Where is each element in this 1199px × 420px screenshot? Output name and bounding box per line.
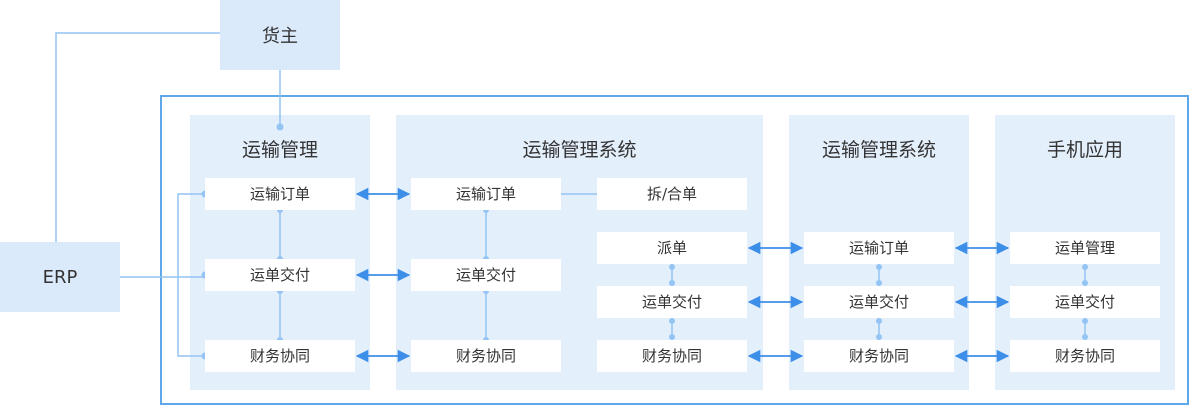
dot [669, 264, 675, 270]
erp-node: ERP [0, 242, 120, 312]
link-shipper-erp [55, 32, 220, 242]
c1-waybill-delivery: 运单交付 [205, 259, 355, 291]
panel-title-tms-b: 运输管理系统 [821, 139, 936, 161]
dot [1082, 334, 1088, 340]
c2-split-merge: 拆/合单 [597, 178, 747, 210]
shipper-node: 货主 [220, 0, 340, 70]
c4-finance-collab: 财务协同 [1010, 340, 1160, 372]
c2-finance-collab-2: 财务协同 [597, 340, 747, 372]
c4-waybill-delivery: 运单交付 [1010, 286, 1160, 318]
dot [669, 334, 675, 340]
dot [876, 334, 882, 340]
dot [669, 280, 675, 286]
dot [669, 318, 675, 324]
c2-waybill-delivery: 运单交付 [411, 259, 561, 291]
c1-transport-order: 运输订单 [205, 178, 355, 210]
system-boundary [160, 95, 1189, 405]
dot [276, 123, 284, 131]
c2-waybill-delivery-2: 运单交付 [597, 286, 747, 318]
erp-bus [177, 193, 205, 357]
c3-waybill-delivery: 运单交付 [804, 286, 954, 318]
shipper-label: 货主 [262, 26, 298, 47]
erp-label: ERP [42, 266, 78, 288]
panel-title-mobile-app: 手机应用 [1046, 139, 1123, 161]
dot [876, 264, 882, 270]
c1-finance-collab: 财务协同 [205, 340, 355, 372]
dot [1082, 318, 1088, 324]
panel-title-tms-a: 运输管理系统 [522, 139, 637, 161]
dot [876, 280, 882, 286]
panel-title-transport-mgmt: 运输管理 [241, 139, 318, 161]
dot [1082, 264, 1088, 270]
c2-transport-order: 运输订单 [411, 178, 561, 210]
dot [1082, 280, 1088, 286]
c2-finance-collab: 财务协同 [411, 340, 561, 372]
dot [876, 318, 882, 324]
c3-finance-collab: 财务协同 [804, 340, 954, 372]
c4-waybill-mgmt: 运单管理 [1010, 232, 1160, 264]
c3-transport-order: 运输订单 [804, 232, 954, 264]
c2-dispatch: 派单 [597, 232, 747, 264]
